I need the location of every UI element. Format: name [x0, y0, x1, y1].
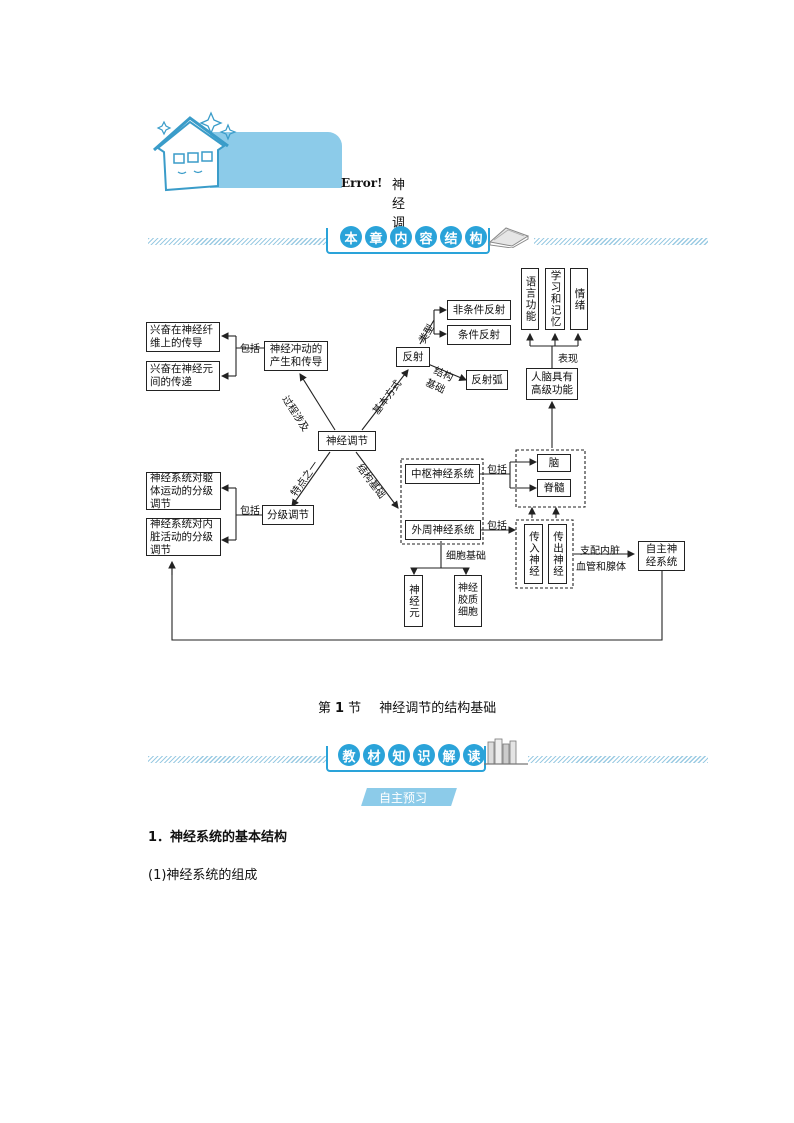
section-number: 1: [335, 701, 345, 716]
node-neuron-transfer: 兴奋在神经元间的传递: [146, 361, 220, 391]
node-language: 语言功能: [521, 268, 539, 330]
node-human-brain: 人脑具有高级功能: [526, 368, 578, 400]
banner2-title: 教 材 知 识 解 读: [338, 744, 485, 766]
section-number-suffix: 节: [348, 701, 362, 716]
banner2-char: 知: [388, 744, 410, 766]
node-glia-label: 神经胶质细胞: [458, 583, 478, 618]
node-center: 神经调节: [318, 431, 376, 451]
banner1-left-hatch: [148, 238, 326, 245]
section-number-prefix: 第: [318, 701, 332, 716]
banner2-char: 教: [338, 744, 360, 766]
section-name: 神经调节的结构基础: [379, 701, 497, 716]
banner1-right-hatch: [534, 238, 708, 245]
node-unconditioned: 非条件反射: [447, 300, 511, 320]
node-language-label: 语言功能: [524, 276, 537, 322]
heading-2: (1)神经系统的组成: [148, 868, 258, 883]
banner1-char: 构: [465, 226, 487, 248]
node-emotion: 情绪: [570, 268, 588, 330]
banner1-char: 容: [415, 226, 437, 248]
book-icon: [488, 227, 530, 248]
node-neuron-label: 神经元: [408, 583, 420, 619]
node-conditioned: 条件反射: [447, 325, 511, 345]
label-include-hier: 包括: [240, 506, 260, 517]
node-neuron: 神经元: [404, 575, 423, 627]
label-include-cns: 包括: [487, 465, 507, 476]
node-hierarchical: 分级调节: [262, 505, 314, 525]
heading-1: 1．神经系统的基本结构: [148, 830, 288, 845]
banner1-char: 内: [390, 226, 412, 248]
node-autonomic: 自主神经系统: [638, 541, 685, 571]
books-icon: [484, 738, 528, 765]
node-afferent: 传入神经: [524, 524, 543, 584]
banner1-char: 章: [365, 226, 387, 248]
node-brain: 脑: [537, 454, 571, 472]
banner2-char: 解: [438, 744, 460, 766]
node-glia: 神经胶质细胞: [454, 575, 482, 627]
node-cns: 中枢神经系统: [405, 464, 480, 484]
self-study-label: 自主预习: [379, 791, 428, 805]
banner1-char: 本: [340, 226, 362, 248]
node-efferent: 传出神经: [548, 524, 567, 584]
banner1: 本 章 内 容 结 构: [326, 226, 490, 254]
node-emotion-label: 情绪: [573, 287, 586, 311]
node-reflex-arc: 反射弧: [466, 370, 508, 390]
node-somatic-hier: 神经系统对躯体运动的分级调节: [146, 472, 221, 510]
label-include-impulse: 包括: [240, 344, 260, 355]
house-mascot-icon: [153, 111, 237, 192]
label-innervate-2: 血管和腺体: [576, 562, 626, 573]
banner1-title: 本 章 内 容 结 构: [340, 226, 487, 248]
label-cell-basis: 细胞基础: [446, 551, 486, 562]
node-visceral-hier: 神经系统对内脏活动的分级调节: [146, 518, 221, 556]
node-efferent-label: 传出神经: [552, 531, 564, 577]
node-reflex: 反射: [396, 347, 430, 367]
concept-map-lines: [168, 306, 663, 641]
node-learning: 学习和记忆: [545, 268, 565, 330]
node-fiber-conduction: 兴奋在神经纤维上的传导: [146, 322, 220, 352]
banner2-left-hatch: [148, 756, 326, 763]
node-impulse: 神经冲动的产生和传导: [264, 341, 328, 371]
node-pns: 外周神经系统: [405, 520, 481, 540]
label-innervate-1: 支配内脏: [580, 546, 620, 557]
banner2-char: 识: [413, 744, 435, 766]
banner2-right-hatch: [528, 756, 708, 763]
node-afferent-label: 传入神经: [528, 531, 540, 577]
chapter-tab: [210, 132, 342, 188]
label-express: 表现: [558, 354, 578, 365]
node-learning-label: 学习和记忆: [549, 270, 562, 328]
banner1-char: 结: [440, 226, 462, 248]
banner2-char: 读: [463, 744, 485, 766]
label-include-pns: 包括: [487, 521, 507, 532]
banner2-char: 材: [363, 744, 385, 766]
node-spinal-cord: 脊髓: [537, 479, 571, 497]
banner2: 教 材 知 识 解 读: [326, 744, 486, 772]
error-text: Error!: [341, 176, 383, 190]
